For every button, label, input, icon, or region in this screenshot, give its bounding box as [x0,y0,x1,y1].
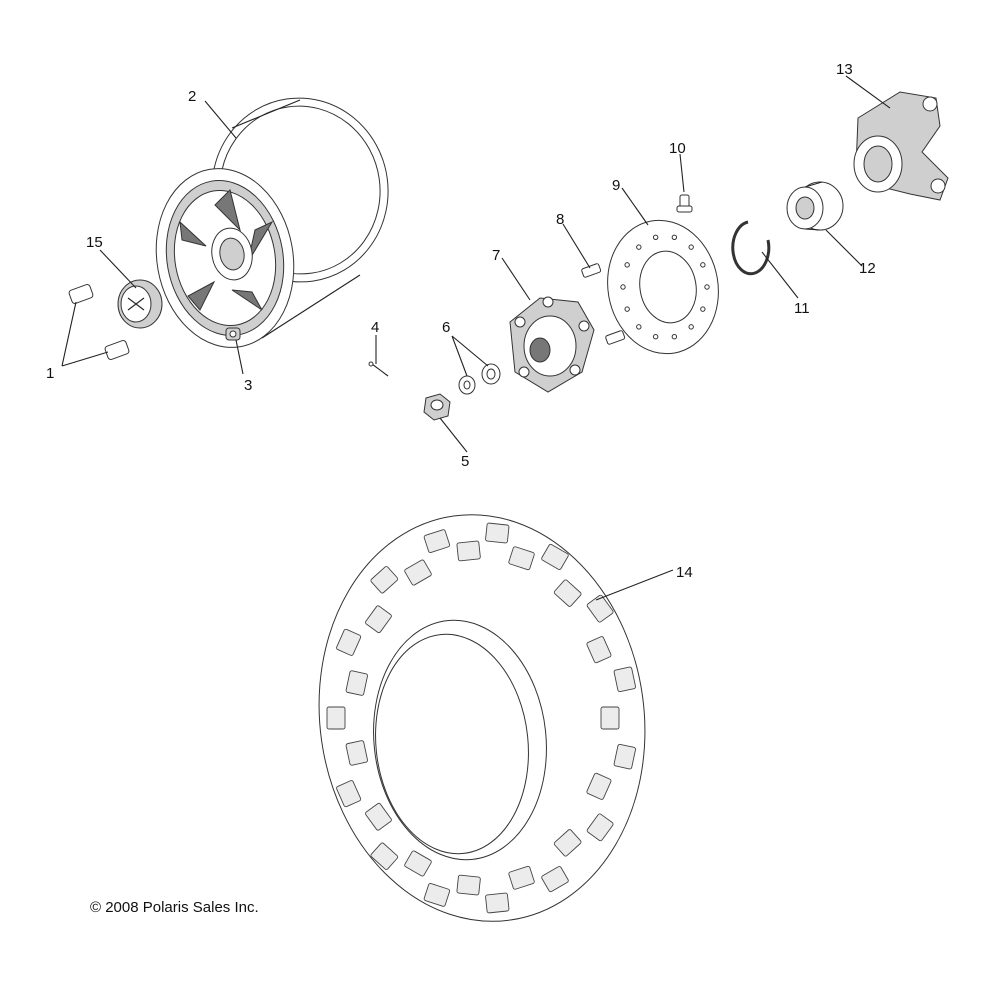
tread-lug [404,850,432,877]
disc-hole [620,284,626,290]
disc-hole [652,234,659,240]
tread-lug [326,706,346,730]
tread-lug [423,883,451,907]
tread-lug [613,743,636,770]
callout-8: 8 [556,211,564,228]
tire [318,514,646,922]
disc-hole [700,306,706,312]
caliper-bolt [676,194,693,213]
tread-lug [586,772,612,800]
tread-lug [370,842,399,870]
callout-14: 14 [676,564,693,581]
callout-12: 12 [859,260,876,277]
castle-nut [423,393,451,421]
disc-hole [636,244,642,250]
lug-nuts [68,284,130,360]
tread-lug [586,594,614,623]
tread-lug [613,666,636,693]
callout-6: 6 [442,319,450,336]
callout-11: 11 [794,300,810,317]
tread-lug [508,865,535,890]
callout-5: 5 [461,453,469,470]
brake-disc [607,219,719,355]
disc-hole [671,234,678,240]
disc-hole [671,334,678,340]
disc-hole [636,324,642,330]
washers [458,363,501,395]
tread-lug [345,670,368,696]
callout-labels: 1 2 3 4 5 6 7 8 9 10 11 12 13 14 15 [46,61,876,581]
disc-hole [624,262,630,268]
tread-lug [485,892,510,914]
callout-2: 2 [188,88,196,105]
tread-lug [345,740,368,766]
snap-ring [731,220,771,276]
callout-1: 1 [46,365,54,382]
tread-lug [370,566,399,594]
callout-3: 3 [244,377,252,394]
tread-lug [456,540,481,562]
tread-lug [485,522,510,544]
wheel-hub [509,296,595,393]
brake-disc-bolts [581,263,626,345]
tread-lug [553,829,582,857]
tread-lug [423,529,451,553]
tread-lug [541,866,569,893]
tread-lug [404,559,432,586]
tread-lug [456,874,481,896]
disc-hole [700,262,706,268]
wheel-bearing [786,181,844,231]
disc-hole [624,306,630,312]
steering-knuckle [853,91,949,201]
tread-lug [586,636,612,664]
center-cap [117,279,163,329]
tread-lug [508,546,535,571]
disc-hole [688,244,694,250]
cotter-pin [368,361,389,377]
callout-9: 9 [612,177,620,194]
tread-lug [553,579,582,607]
callout-13: 13 [836,61,853,78]
callout-10: 10 [669,140,686,157]
leader-lines [61,75,891,601]
tread-lug [586,813,614,842]
callout-4: 4 [371,319,379,336]
tread-lug [365,605,392,634]
callout-7: 7 [492,247,500,264]
tread-lug [336,628,362,656]
tread-lug [365,802,392,831]
tread-lug [541,543,569,570]
wheel-rim [155,97,389,348]
valve-stem [225,327,241,341]
callout-15: 15 [86,234,103,251]
copyright-notice: © 2008 Polaris Sales Inc. [90,899,259,916]
tread-lug [336,780,362,808]
disc-hole [704,284,710,290]
disc-hole [688,324,694,330]
tread-lug [600,706,620,730]
disc-hole [652,334,659,340]
